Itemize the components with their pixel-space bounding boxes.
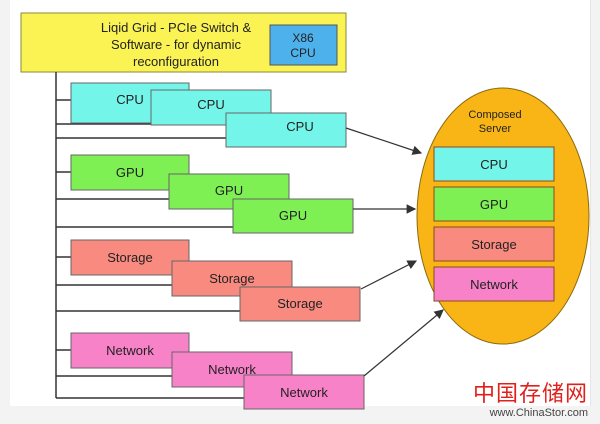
network-box-label-2: Network (208, 362, 256, 377)
cpu-box-label-2: CPU (197, 97, 224, 112)
composed-slot-label-cpu: CPU (480, 157, 507, 172)
connection-arrows (345, 127, 444, 377)
watermark: 中国存储网 www.ChinaStor.com (473, 383, 588, 420)
cpu-box-label-3: CPU (286, 119, 313, 134)
cpu-box-3 (225, 112, 347, 148)
composed-slot-label-network: Network (470, 277, 518, 292)
composed-slot-storage (433, 226, 555, 262)
gpu-box-label-2: GPU (215, 183, 243, 198)
arrow-cpu (345, 127, 423, 155)
x86-cpu-label-line-1: X86 (292, 31, 314, 45)
header-title-line-1: Liqid Grid - PCIe Switch & (101, 20, 252, 35)
composed-slot-label-storage: Storage (471, 237, 517, 252)
network-box-3 (243, 374, 365, 410)
header-title-line-2: Software - for dynamic (111, 37, 242, 52)
cpu-box-label-1: CPU (116, 92, 143, 107)
storage-box-3 (239, 286, 361, 322)
composed-server-title-line-1: Composed (468, 109, 521, 121)
storage-box-1 (70, 239, 190, 276)
gpu-box-label-1: GPU (116, 165, 144, 180)
composed-server-title-line-2: Server (479, 123, 512, 135)
composed-slot-cpu (433, 146, 555, 182)
storage-box-2 (171, 260, 293, 297)
composed-slot-label-gpu: GPU (480, 197, 508, 212)
watermark-chinese-text: 中国存储网 (472, 382, 588, 407)
x86-cpu-label-line-2: CPU (290, 46, 315, 60)
network-box-1 (70, 332, 190, 369)
header-title-line-3: reconfiguration (133, 54, 219, 69)
network-box-label-1: Network (106, 343, 154, 358)
storage-box-label-2: Storage (209, 271, 255, 286)
cpu-group: CPU CPU CPU (56, 82, 347, 148)
storage-box-label-1: Storage (107, 250, 153, 265)
arrow-network (363, 309, 444, 377)
gpu-group: GPU GPU GPU (56, 154, 354, 234)
header-box: Liqid Grid - PCIe Switch & Software - fo… (20, 12, 347, 73)
arrow-storage (360, 260, 418, 290)
composed-slot-network (433, 266, 555, 302)
gpu-box-label-3: GPU (279, 208, 307, 223)
watermark-url: www.ChinaStor.com (489, 407, 588, 419)
network-box-label-3: Network (280, 385, 328, 400)
x86-cpu-box (269, 24, 338, 66)
storage-box-label-3: Storage (277, 296, 323, 311)
composed-slot-gpu (433, 186, 555, 222)
gpu-box-3 (232, 198, 354, 234)
